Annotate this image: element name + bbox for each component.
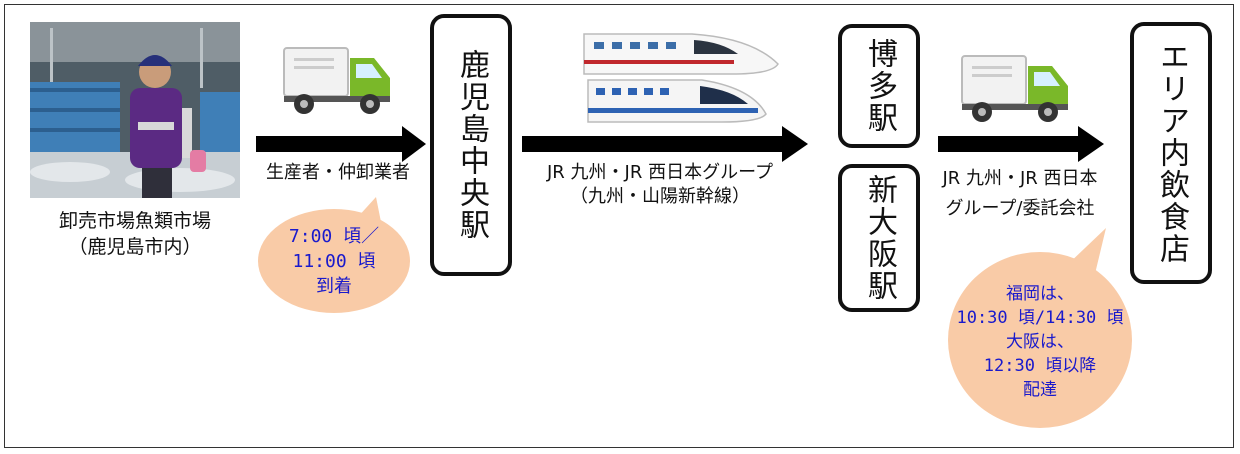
fish-market-photo	[30, 22, 240, 198]
shinkansen-icon	[582, 30, 782, 130]
bubble-2-line4: 12:30 頃以降	[983, 356, 1097, 376]
truck-icon	[282, 46, 394, 120]
bubble-2-line2: 10:30 頃/14:30 頃	[956, 308, 1124, 328]
market-caption-line2: （鹿児島市内）	[68, 236, 202, 258]
leg3-label-line1: JR 九州・JR 西日本	[942, 168, 1098, 189]
arrow-3	[938, 126, 1104, 166]
bubble-2-line1: 福岡は、	[1006, 284, 1074, 304]
leg2-label-line1: JR 九州・JR 西日本グループ	[547, 162, 773, 183]
station-hakata: 博多駅	[838, 24, 920, 148]
bubble-1-line2: 11:00 頃	[292, 250, 376, 272]
destination-restaurants-label: エリア内飲食店	[1154, 41, 1189, 265]
bubble-1-line3: 到着	[316, 275, 352, 297]
leg2-label: JR 九州・JR 西日本グループ （九州・山陽新幹線）	[510, 161, 810, 209]
bubble-2-line5: 配達	[1023, 380, 1057, 400]
station-shin-osaka-label: 新大阪駅	[862, 174, 897, 302]
leg3-label-line2: グループ/委託会社	[945, 198, 1095, 219]
station-kagoshima-chuo: 鹿児島中央駅	[430, 14, 512, 276]
market-caption: 卸売市場魚類市場 （鹿児島市内）	[20, 208, 250, 260]
bubble-2-line3: 大阪は、	[1006, 332, 1074, 352]
market-caption-line1: 卸売市場魚類市場	[58, 210, 211, 232]
leg2-label-line2: （九州・山陽新幹線）	[570, 186, 750, 207]
station-kagoshima-chuo-label: 鹿児島中央駅	[454, 49, 489, 241]
station-shin-osaka: 新大阪駅	[838, 164, 920, 312]
destination-restaurants: エリア内飲食店	[1130, 22, 1212, 284]
arrow-1	[256, 126, 426, 166]
diagram-frame	[4, 4, 1234, 448]
truck-icon	[960, 54, 1072, 128]
bubble-1-line1: 7:00 頃／	[288, 225, 380, 247]
arrow-2	[522, 126, 808, 166]
leg1-label: 生産者・仲卸業者	[266, 162, 410, 183]
station-hakata-label: 博多駅	[862, 38, 897, 134]
leg3-label: JR 九州・JR 西日本 グループ/委託会社	[920, 167, 1120, 221]
